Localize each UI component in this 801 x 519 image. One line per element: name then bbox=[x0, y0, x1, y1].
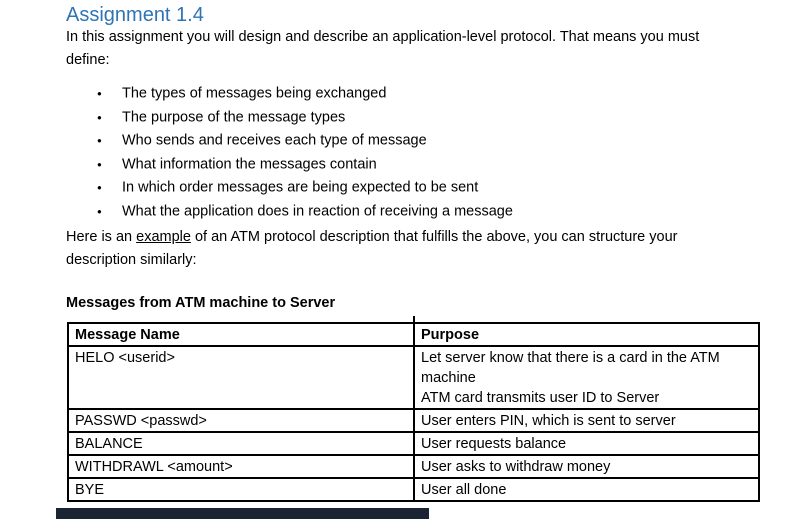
example-paragraph: Here is an example of an ATM protocol de… bbox=[66, 226, 766, 272]
list-item: The types of messages being exchanged bbox=[97, 82, 513, 106]
table-header-row: Message Name Purpose bbox=[67, 322, 760, 347]
cell-message-name: PASSWD <passwd> bbox=[67, 408, 415, 433]
example-text-after: of an ATM protocol description that fulf… bbox=[66, 229, 678, 268]
cell-message-name: BALANCE bbox=[67, 431, 415, 456]
table-caption: Messages from ATM machine to Server bbox=[66, 295, 336, 311]
requirements-list: The types of messages being exchanged Th… bbox=[66, 82, 513, 223]
cell-message-name: WITHDRAWL <amount> bbox=[67, 454, 415, 479]
table-gridline-stub bbox=[758, 492, 760, 498]
cell-message-name: BYE bbox=[67, 477, 415, 502]
intro-paragraph: In this assignment you will design and d… bbox=[66, 29, 700, 68]
list-item: What the application does in reaction of… bbox=[97, 200, 513, 224]
table-gridline-stub bbox=[67, 492, 69, 498]
bottom-bar bbox=[56, 508, 429, 519]
table-gridline-stub bbox=[413, 492, 415, 498]
example-underlined-word: example bbox=[136, 229, 191, 245]
column-header-message-name: Message Name bbox=[67, 322, 415, 347]
list-item: Who sends and receives each type of mess… bbox=[97, 129, 513, 153]
list-item: The purpose of the message types bbox=[97, 106, 513, 130]
cell-purpose: User enters PIN, which is sent to server bbox=[413, 408, 760, 433]
column-header-purpose: Purpose bbox=[413, 322, 760, 347]
cell-purpose: User asks to withdraw money bbox=[413, 454, 760, 479]
table-row: HELO <userid> Let server know that there… bbox=[67, 345, 760, 410]
list-item: In which order messages are being expect… bbox=[97, 176, 513, 200]
table-row: WITHDRAWL <amount> User asks to withdraw… bbox=[67, 454, 760, 479]
table-row: PASSWD <passwd> User enters PIN, which i… bbox=[67, 408, 760, 433]
message-table: Message Name Purpose HELO <userid> Let s… bbox=[67, 322, 760, 502]
list-item: What information the messages contain bbox=[97, 153, 513, 177]
page-title: Assignment 1.4 bbox=[66, 4, 204, 26]
table-row: BALANCE User requests balance bbox=[67, 431, 760, 456]
cell-purpose: Let server know that there is a card in … bbox=[413, 345, 760, 410]
cell-message-name: HELO <userid> bbox=[67, 345, 415, 410]
cell-purpose: User all done bbox=[413, 477, 760, 502]
table-row: BYE User all done bbox=[67, 477, 760, 502]
cell-purpose: User requests balance bbox=[413, 431, 760, 456]
example-text-before: Here is an bbox=[66, 229, 137, 245]
table-gridline-stub bbox=[413, 316, 415, 322]
